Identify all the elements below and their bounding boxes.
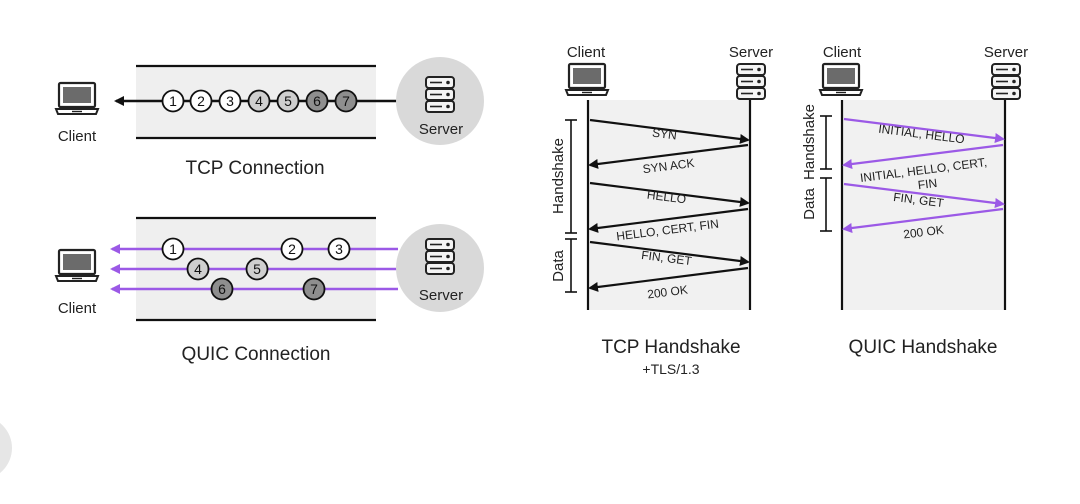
packet-label: 4 [194,261,202,277]
tcp-msg-syn-arrow [589,118,750,144]
quic-handshake-title: QUIC Handshake [849,337,998,358]
packet-label: 2 [197,93,205,109]
packet-1: 1 [161,237,185,261]
quic-msg-finget-arrow [843,182,1005,208]
tcp-msg-syn: SYN [651,126,677,143]
tcp-phase-data-label: Data [550,250,567,282]
tcp-connection-title: TCP Connection [185,158,324,179]
packet-circle [161,89,185,113]
packet-circle [218,89,242,113]
database-server-icon [425,238,455,275]
tcp-msg-hello-arrow [589,181,750,207]
tcp-handshake-title: TCP Handshake [601,337,740,358]
tcp-msg-200ok: 200 OK [646,283,688,302]
tcp-msg-finget-arrow [589,240,750,266]
quic-phase-data-label: Data [801,188,818,220]
quic-hs-server-label: Server [984,44,1028,61]
tcp-msg-hellocertfin-arrow [588,207,749,233]
quic-msg-200ok-arrow [842,207,1004,233]
packet-circle [280,237,304,261]
tcp-msg-synack-arrow [588,143,749,169]
packet-label: 6 [313,93,321,109]
database-server-icon [991,63,1021,100]
packet-7: 7 [334,89,358,113]
laptop-icon [54,81,100,116]
packet-circle [189,89,213,113]
packet-5: 5 [245,257,269,281]
packet-label: 2 [288,241,296,257]
quic-packet-group: 1 2 3 4 5 6 7 [161,237,351,301]
laptop-icon [564,62,610,97]
tcp-msg-finget: FIN, GET [640,248,693,268]
packet-circle [276,89,300,113]
packet-label: 7 [310,281,318,297]
packet-label: 3 [335,241,343,257]
packet-6: 6 [210,277,234,301]
packet-circle [247,89,271,113]
packet-6: 6 [305,89,329,113]
tcp-handshake-panel: Client Server Handshake Data SYN SYN ACK… [550,44,773,377]
packet-4: 4 [247,89,271,113]
packet-label: 1 [169,93,177,109]
quic-msg-finget: FIN, GET [892,190,945,210]
tcp-hs-server-label: Server [729,44,773,61]
packet-3: 3 [327,237,351,261]
packet-circle [302,277,326,301]
packet-2: 2 [189,89,213,113]
quic-msg-200ok: 200 OK [902,223,944,242]
quic-phase-handshake-label: Handshake [801,104,818,180]
packet-label: 6 [218,281,226,297]
packet-circle [305,89,329,113]
quic-msg-initial-arrow [843,117,1005,143]
tcp-handshake-bg [588,100,750,310]
packet-5: 5 [276,89,300,113]
packet-circle [334,89,358,113]
tcp-msg-200ok-arrow [588,266,749,292]
quic-msg-initialcert-arrow [842,143,1004,169]
packet-label: 3 [226,93,234,109]
tcp-client-label: Client [58,128,97,145]
packet-circle [245,257,269,281]
packet-3: 3 [218,89,242,113]
tcp-server-label: Server [419,121,463,138]
quic-msg-initialcert-fin: FIN [917,176,938,192]
packet-7: 7 [302,277,326,301]
tcp-msg-synack: SYN ACK [642,156,695,176]
packet-circle [161,237,185,261]
tcp-msg-hello: HELLO [646,188,687,207]
packet-4: 4 [186,257,210,281]
packet-label: 4 [255,93,263,109]
packet-2: 2 [280,237,304,261]
tcp-phase-handshake-label: Handshake [550,138,567,214]
packet-1: 1 [161,89,185,113]
quic-hs-client-label: Client [823,44,862,61]
packet-label: 1 [169,241,177,257]
tcp-handshake-subtitle: +TLS/1.3 [642,361,699,377]
quic-server-label: Server [419,287,463,304]
packet-circle [327,237,351,261]
laptop-icon [54,248,100,283]
database-server-icon [425,76,455,113]
packet-circle [210,277,234,301]
laptop-icon [818,62,864,97]
quic-client-label: Client [58,300,97,317]
quic-connection-panel: 1 2 3 4 5 6 7 Server Client QUIC Connection [54,216,484,365]
quic-handshake-panel: Client Server Handshake Data INITIAL, HE… [801,44,1028,358]
tcp-packet-group: 1 2 3 4 5 6 7 [161,89,358,113]
tcp-hs-client-label: Client [567,44,606,61]
packet-circle [186,257,210,281]
tcp-connection-panel: 1 2 3 4 5 6 7 Server Client TCP Connection [54,57,484,179]
edge-decoration [0,423,12,473]
packet-label: 5 [253,261,261,277]
packet-label: 7 [342,93,350,109]
database-server-icon [736,63,766,100]
packet-label: 5 [284,93,292,109]
quic-connection-title: QUIC Connection [182,344,331,365]
